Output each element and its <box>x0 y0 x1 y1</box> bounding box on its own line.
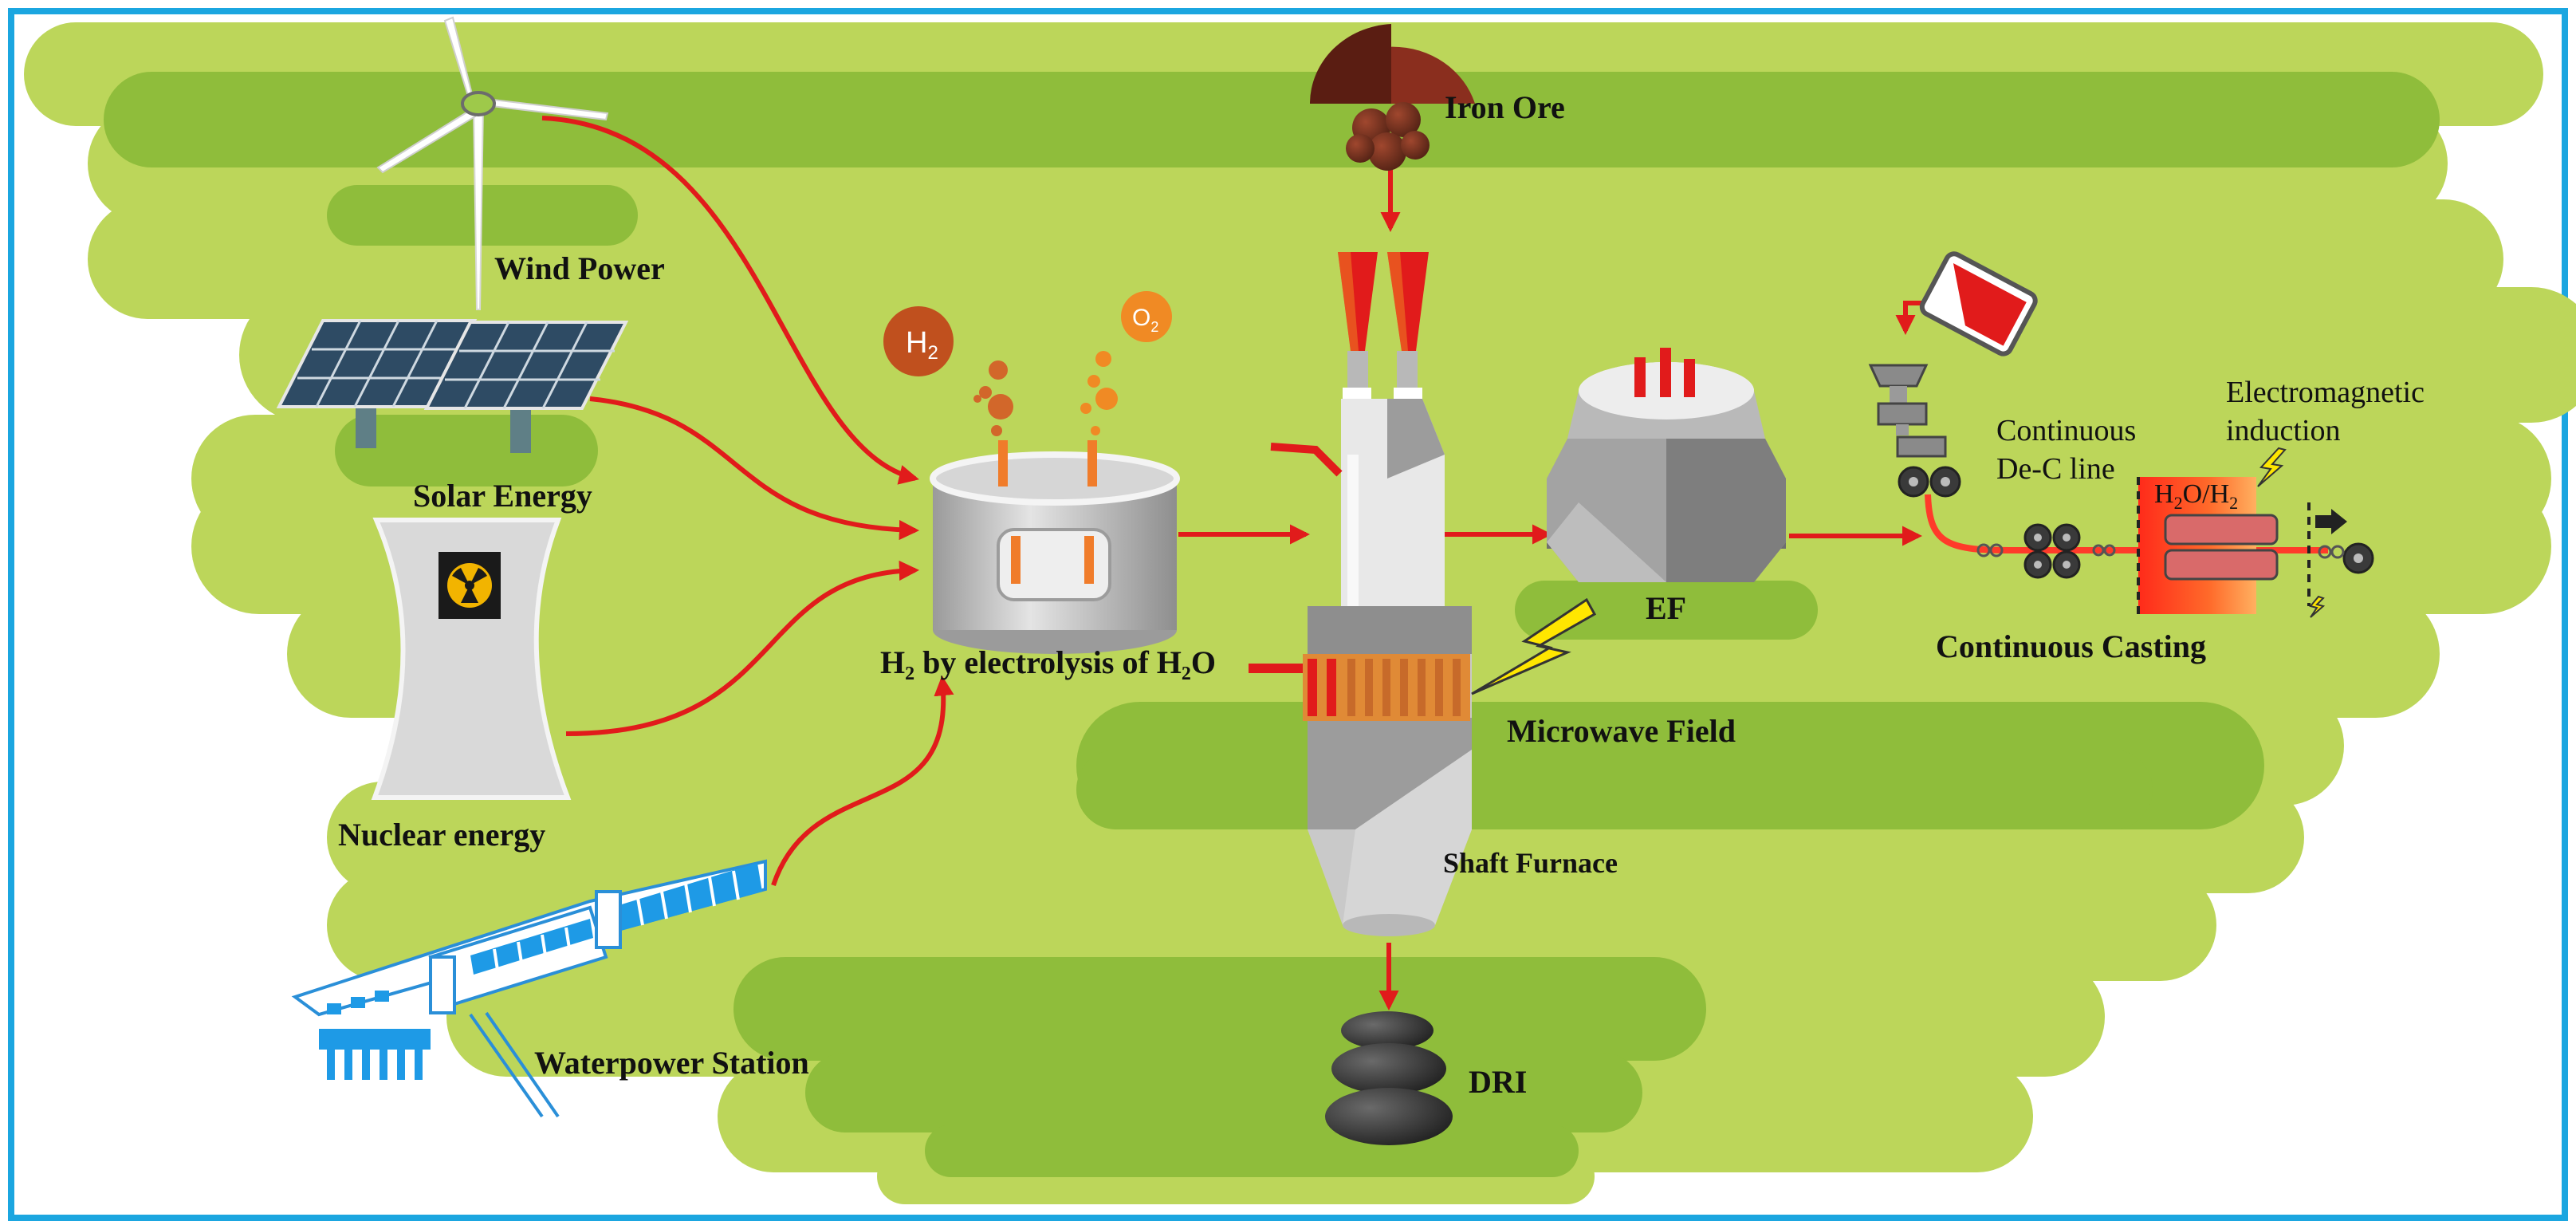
label-electrolysis: H2 by electrolysis of H2O <box>880 644 1216 684</box>
o2-subscript: 2 <box>1150 319 1158 335</box>
lightning-bolt-small-icon <box>2257 447 2326 618</box>
h2-gas-icon: H2 <box>883 306 954 376</box>
label-microwave-field: Microwave Field <box>1507 713 1736 749</box>
label-induction: induction <box>2226 414 2341 447</box>
casting-line-icon <box>1925 477 2374 614</box>
electrolysis-o: O <box>1191 644 1216 680</box>
tundish-icon <box>1868 364 1961 498</box>
electrolysis-middle: by electrolysis of H <box>914 644 1182 680</box>
label-solar-energy: Solar Energy <box>413 478 592 514</box>
label-iron-ore: Iron Ore <box>1445 89 1565 125</box>
svg-text:O2: O2 <box>1132 305 1158 335</box>
arrow-nuclear-to-electrolysis <box>565 560 920 736</box>
o2-label: O <box>1132 305 1150 331</box>
arrow-solar-to-electrolysis <box>589 396 920 541</box>
svg-text:H2: H2 <box>906 326 938 364</box>
hydrogen-bubbles <box>973 360 1013 436</box>
label-electromagnetic: Electromagnetic <box>2226 376 2425 409</box>
wind-turbine-icon <box>376 16 609 310</box>
label-wind-power: Wind Power <box>494 250 665 286</box>
h2o-sub-2: 2 <box>2229 493 2238 513</box>
electrolysis-sub-2: 2 <box>1182 664 1191 684</box>
lightning-bolt-icon <box>1471 597 1597 695</box>
label-h2o-h2: H2O/H2 <box>2154 479 2238 513</box>
h2-subscript: 2 <box>927 342 938 364</box>
label-waterpower-station: Waterpower Station <box>534 1045 809 1081</box>
electric-furnace-icon <box>1547 348 1786 582</box>
label-continuous-casting: Continuous Casting <box>1936 628 2206 664</box>
shaft-furnace-icon <box>1249 252 1472 936</box>
h2o-sub-1: 2 <box>2174 493 2183 513</box>
o2-gas-icon: O2 <box>1121 291 1172 342</box>
h2-label: H <box>906 326 927 360</box>
label-nuclear-energy: Nuclear energy <box>338 817 545 853</box>
label-continuous: Continuous <box>1996 414 2136 447</box>
solar-panel-icon <box>276 319 629 453</box>
flow-arrows <box>541 116 1929 1011</box>
label-de-c-line: De-C line <box>1996 452 2115 486</box>
oxygen-bubbles <box>1080 351 1118 435</box>
background-bands <box>104 72 2440 1177</box>
nuclear-plant-icon <box>371 518 572 800</box>
electrolyzer-icon <box>930 440 1180 654</box>
iron-ore-icon <box>1309 24 1475 171</box>
dri-stones-icon <box>1325 1011 1453 1145</box>
electrolysis-h: H <box>880 644 905 680</box>
electrolysis-sub-1: 2 <box>905 664 914 684</box>
label-shaft-furnace: Shaft Furnace <box>1443 847 1618 879</box>
h2o-h: H <box>2154 479 2174 509</box>
label-ef: EF <box>1646 590 1686 626</box>
waterpower-station-icon <box>291 859 767 1118</box>
arrow-water-to-electrolysis <box>771 675 954 886</box>
radiation-icon <box>447 563 492 608</box>
h2o-oh: O/H <box>2183 479 2230 509</box>
label-dri: DRI <box>1469 1064 1527 1100</box>
arrow-wind-to-electrolysis <box>541 116 919 485</box>
ladle-icon <box>1919 251 2038 356</box>
